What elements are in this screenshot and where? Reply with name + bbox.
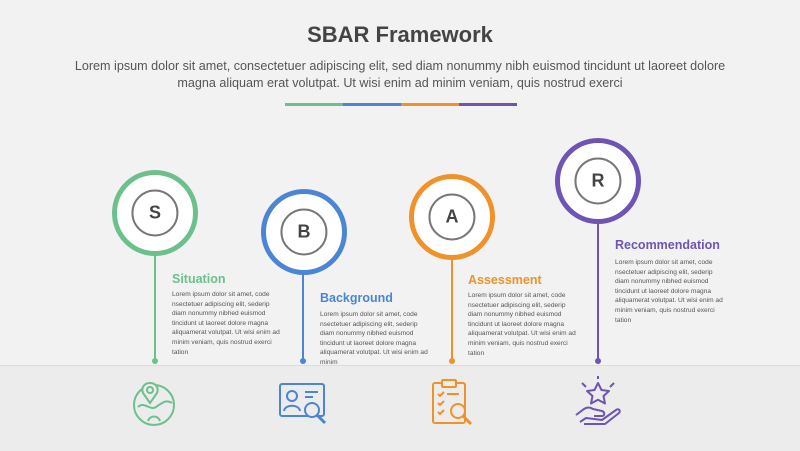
profile-search-icon: [279, 383, 327, 425]
body-assessment: Lorem ipsum dolor sit amet, code nsectet…: [468, 292, 576, 357]
circle-assessment: A: [409, 174, 495, 260]
globe-location-icon: [133, 381, 175, 426]
clipboard-search-icon: [432, 379, 473, 426]
letter-recommendation: R: [574, 157, 622, 205]
stem-dot-situation: [152, 358, 158, 364]
body-background: Lorem ipsum dolor sit amet, code nsectet…: [320, 311, 428, 366]
hand-star-icon: [575, 376, 621, 425]
circle-recommendation: R: [555, 138, 641, 224]
letter-situation: S: [131, 189, 179, 237]
heading-background: Background: [320, 291, 393, 305]
page-title: SBAR Framework: [307, 22, 493, 47]
body-recommendation: Lorem ipsum dolor sit amet, code nsectet…: [615, 259, 723, 324]
letter-assessment: A: [428, 193, 476, 241]
divider-segment-4: [459, 103, 517, 106]
letter-background: B: [280, 208, 328, 256]
stem-dot-assessment: [449, 358, 455, 364]
stem-recommendation: [597, 219, 599, 361]
divider-segment-3: [401, 103, 459, 106]
floor-band: [0, 365, 800, 451]
divider-segment-1: [285, 103, 343, 106]
divider-segment-2: [343, 103, 401, 106]
circle-situation: S: [112, 170, 198, 256]
body-situation: Lorem ipsum dolor sit amet, code nsectet…: [172, 291, 280, 356]
heading-situation: Situation: [172, 272, 226, 286]
stem-assessment: [451, 255, 453, 361]
stem-dot-background: [300, 358, 306, 364]
heading-assessment: Assessment: [468, 273, 542, 287]
page-subtitle: Lorem ipsum dolor sit amet, consectetuer…: [74, 59, 726, 90]
stem-situation: [154, 251, 156, 361]
circle-background: B: [261, 189, 347, 275]
stem-background: [302, 270, 304, 361]
heading-recommendation: Recommendation: [615, 238, 720, 252]
stem-dot-recommendation: [595, 358, 601, 364]
